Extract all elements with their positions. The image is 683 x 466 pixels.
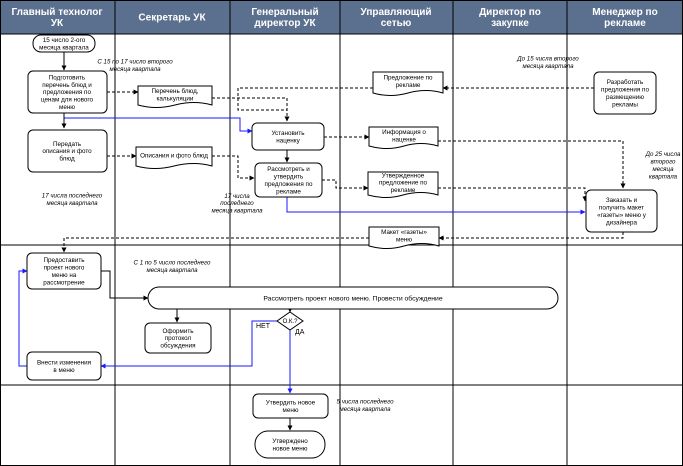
photos-doc-text: Описания и фото блюд: [140, 152, 208, 160]
changes-step: [26, 351, 102, 381]
branch-no-label: НЕТ: [256, 323, 271, 330]
order-layout-step: [585, 189, 658, 233]
approve-menu-step: [252, 393, 329, 419]
ad-develop-step: [593, 71, 657, 115]
prepare-list-step: [27, 70, 108, 114]
start-terminator: [32, 34, 96, 53]
layout-document: [368, 226, 440, 249]
present-project-step: [26, 252, 102, 290]
connectors: [18, 52, 626, 431]
decision-diamond: [276, 311, 304, 331]
photos-document: [135, 146, 213, 169]
discuss-text: Рассмотреть проект нового меню. Провести…: [263, 294, 442, 302]
set-markup-step: [251, 122, 325, 151]
descriptions-step: [27, 129, 108, 173]
lane-header-2: Секретарь УК: [138, 13, 206, 24]
decision-text: О.К.?: [283, 319, 298, 325]
branch-yes-label: ДА: [295, 329, 305, 336]
approved-ad-document: [367, 171, 439, 198]
branch-labels: НЕТ ДА: [256, 323, 305, 336]
ad-offer-document: [372, 71, 444, 96]
flow-shapes: [26, 34, 658, 459]
discuss-step: [147, 286, 559, 310]
end-terminator: [254, 430, 326, 459]
dish-list-document: [137, 85, 213, 108]
markup-info-document: [368, 126, 439, 149]
review-ad-step: [254, 162, 323, 198]
dish-list-doc-text: Перечень блюд,калькуляции: [151, 87, 198, 102]
layout-doc-text: Макет «газеты»меню: [381, 229, 427, 243]
protocol-step: [144, 322, 212, 354]
